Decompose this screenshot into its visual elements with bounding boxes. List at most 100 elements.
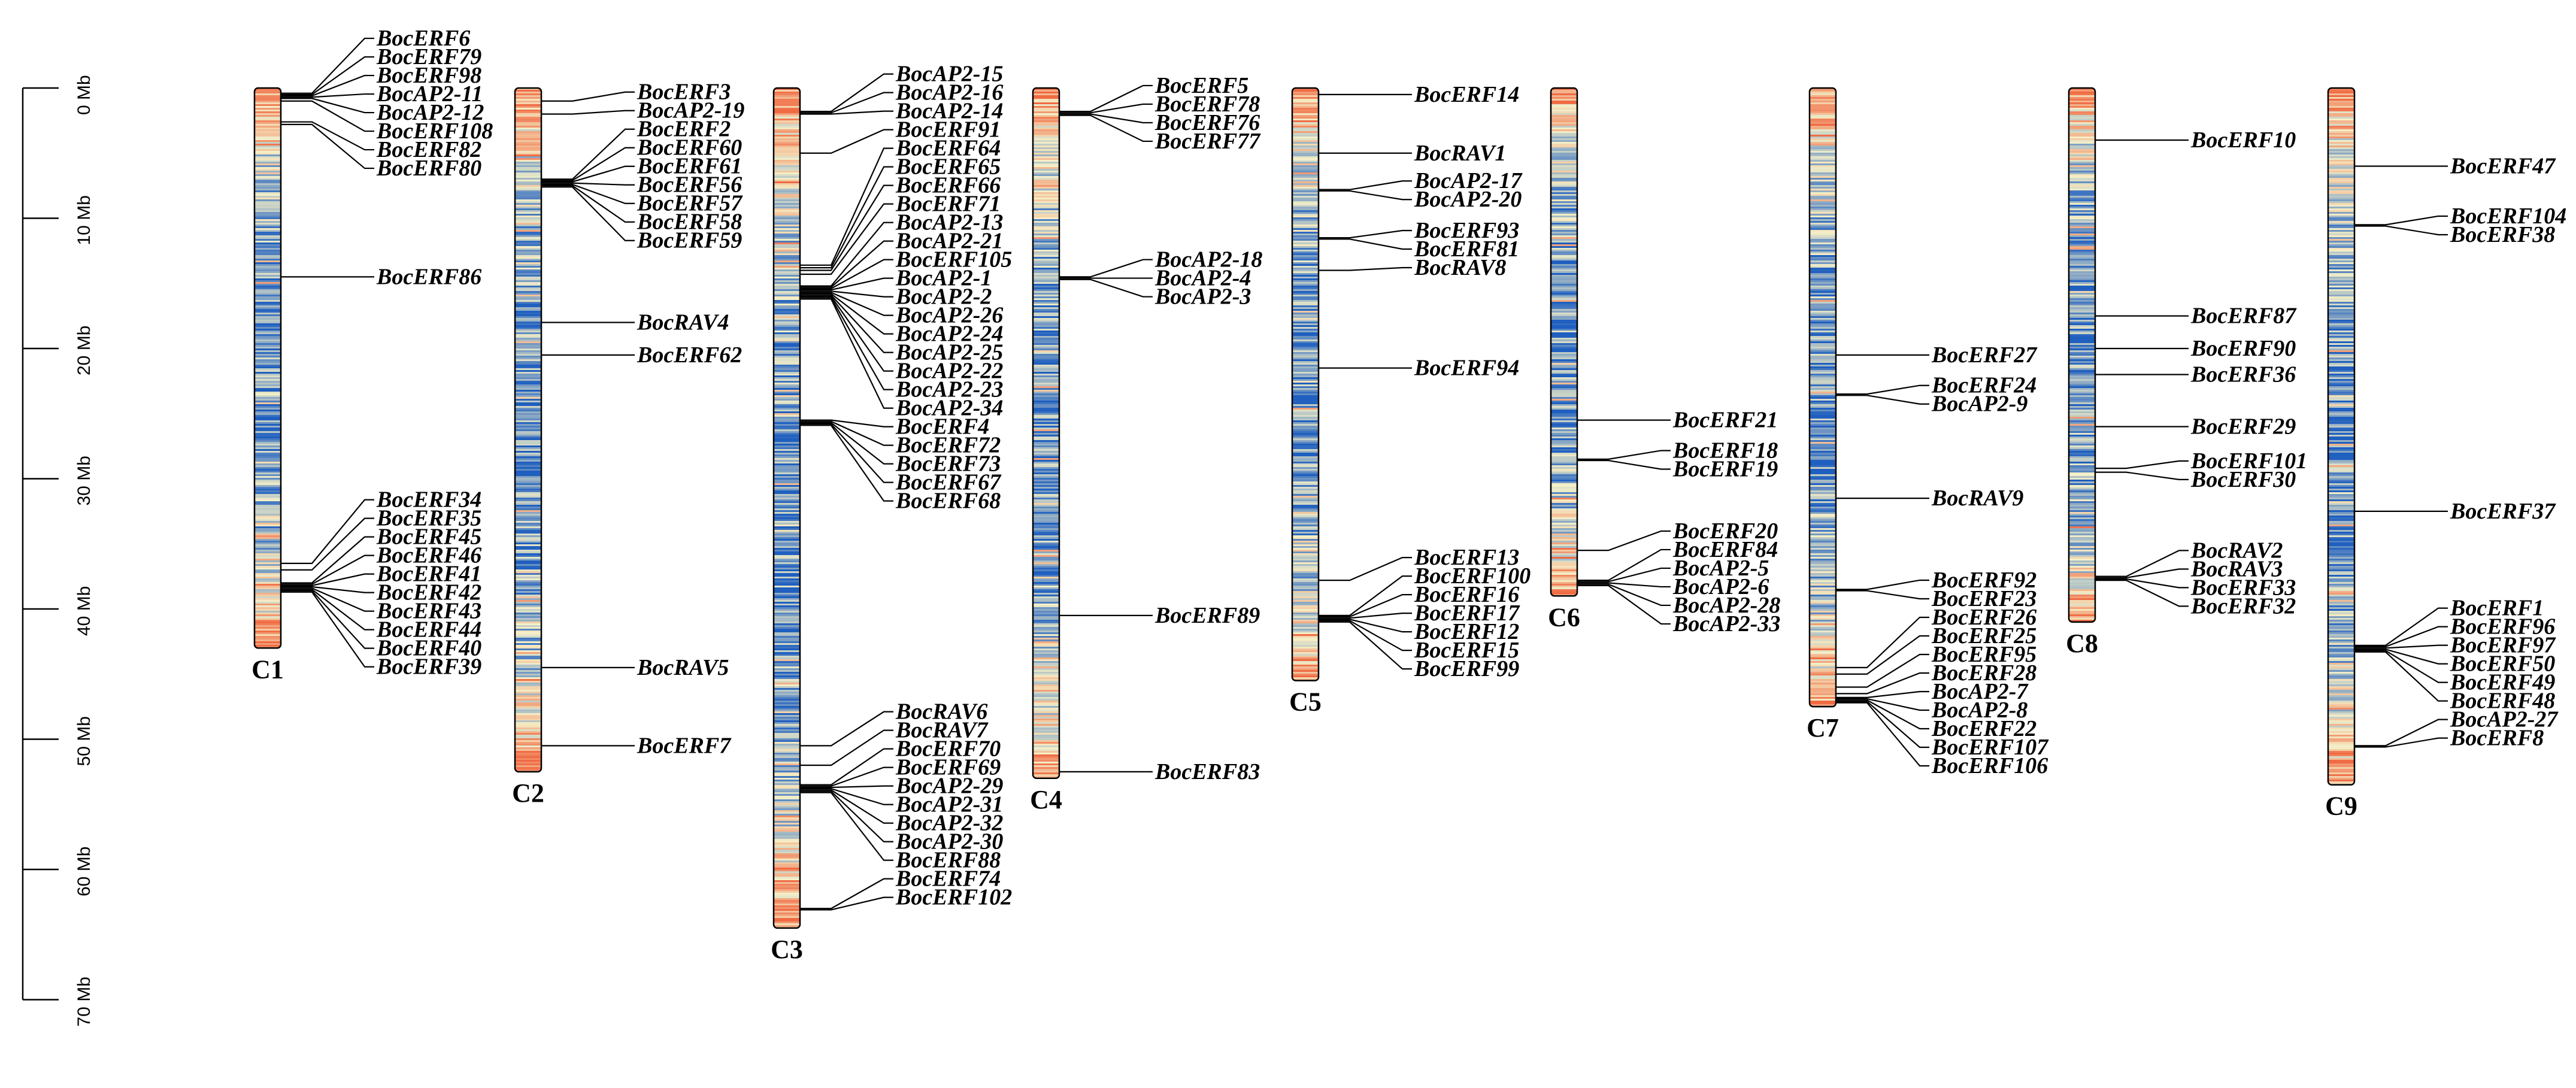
chromosome-c2: C2BocERF3BocAP2-19BocERF2BocERF60BocERF6… [512,80,744,808]
density-band [1551,544,1577,547]
density-band [2069,336,2095,338]
density-band [774,640,800,642]
density-band [515,415,541,417]
density-band [2069,133,2095,135]
density-band [515,167,541,169]
gene-label: BocERF44 [376,617,481,643]
density-band [254,438,281,441]
density-band [2328,322,2354,324]
density-band [254,348,281,351]
density-band [1292,539,1319,541]
density-band [1551,239,1577,241]
density-band [2328,104,2354,107]
density-band [2328,467,2354,469]
density-band [774,163,800,166]
density-band [1033,128,1059,130]
density-band [2328,471,2354,473]
density-band [774,234,800,236]
density-band [1033,596,1059,599]
density-band [1292,514,1319,516]
density-band [254,447,281,450]
density-band [2328,126,2354,128]
density-band [2069,377,2095,380]
density-band [1292,560,1319,563]
density-band [1551,257,1577,259]
density-band [774,842,800,845]
gene-label: BocERF97 [2450,633,2556,658]
density-band [1033,760,1059,762]
gene-leader-line [541,185,635,223]
density-band [774,907,800,910]
density-band [2328,368,2354,371]
density-band [254,568,281,570]
density-band [774,803,800,805]
density-band [2328,110,2354,112]
gene-leader-line [1319,266,1412,271]
density-band [1551,453,1577,455]
density-band [2328,158,2354,160]
density-band [774,485,800,487]
density-band [515,562,541,565]
density-band [1033,426,1059,428]
density-band [1033,190,1059,193]
density-band [254,338,281,340]
density-band [1292,467,1319,469]
density-band [774,913,800,915]
density-band [1033,309,1059,311]
density-band [2328,465,2354,468]
density-band [1810,251,1836,254]
density-band [774,135,800,137]
density-band [254,368,281,371]
density-band [1033,230,1059,232]
density-band [774,239,800,241]
gene-label: BocERF69 [895,755,1001,780]
density-band [2069,142,2095,144]
density-band [254,596,281,599]
gene-label: BocRAV7 [895,718,989,743]
density-band [2328,327,2354,329]
density-band [515,268,541,270]
density-band [1292,640,1319,642]
density-band [2069,379,2095,381]
density-band [1551,223,1577,225]
density-band [774,343,800,346]
density-band [1810,316,1836,319]
density-band [2069,266,2095,268]
density-band [1810,528,1836,531]
density-band [1810,433,1836,435]
density-band [254,638,281,640]
density-band [1810,293,1836,295]
density-band [1810,135,1836,137]
gene-label: BocERF57 [637,191,743,216]
density-band [2069,388,2095,390]
density-band [774,763,800,766]
density-band [2069,401,2095,403]
density-band [1810,194,1836,196]
density-band [1810,151,1836,153]
density-band [1810,395,1836,398]
density-band [1551,580,1577,583]
density-band [1033,471,1059,473]
density-band [1033,541,1059,543]
gene-label: BocERF74 [895,866,1001,892]
density-band [2328,525,2354,527]
density-band [2069,331,2095,333]
density-band [1033,483,1059,486]
density-band [2069,426,2095,428]
density-band [774,225,800,227]
density-band [1551,392,1577,394]
density-band [774,819,800,822]
density-band [515,584,541,586]
density-band [2069,562,2095,565]
density-band [774,701,800,703]
density-band [2069,523,2095,525]
density-band [1033,738,1059,741]
density-band [1292,404,1319,407]
density-band [1033,690,1059,692]
density-band [1292,287,1319,290]
density-band [515,338,541,340]
density-band [254,595,281,597]
density-band [1292,214,1319,216]
density-band [1810,120,1836,123]
density-band [774,422,800,425]
